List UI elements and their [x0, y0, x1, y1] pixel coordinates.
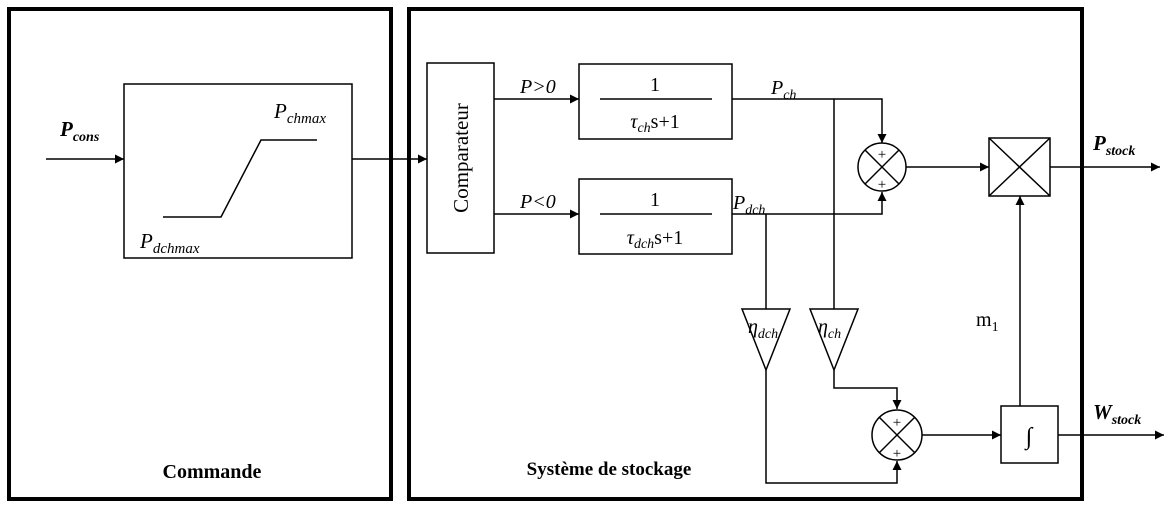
- wstock-label: Wstock: [1093, 400, 1141, 428]
- power-summer-plus-top: +: [878, 147, 886, 163]
- charge-denominator: τchs+1: [630, 111, 679, 136]
- gain-eta-dch: [740, 308, 792, 373]
- multiplier-cross-2: [988, 137, 1051, 197]
- discharge-transfer-block: [578, 178, 733, 255]
- energy-summer-plus-bottom: +: [893, 446, 901, 462]
- integrator-block: [1000, 405, 1059, 464]
- m1-label: m1: [976, 309, 999, 335]
- pch-to-summer-arrow: [732, 98, 887, 143]
- condition-negative-label: P<0: [519, 191, 556, 213]
- discharge-denominator: τdchs+1: [627, 227, 683, 252]
- saturation-block: [123, 83, 353, 259]
- eta-dch-label: ηdch: [748, 316, 778, 342]
- storage-system-panel: [407, 7, 1084, 501]
- power-summer-cross-2: [864, 149, 900, 185]
- condition-positive-label: P>0: [519, 76, 556, 98]
- gain-eta-ch: [808, 308, 860, 373]
- comparator-label: Comparateur: [449, 103, 473, 213]
- eta-ch-to-summer-arrow: [833, 370, 902, 409]
- charge-transfer-block: [578, 63, 733, 140]
- commande-title: Commande: [163, 461, 262, 483]
- pdch-to-summer-arrow: [732, 192, 887, 215]
- input-pcons-label: Pcons: [59, 117, 100, 145]
- energy-summer-cross-2: [878, 416, 916, 454]
- pchmax-label: Pchmax: [273, 99, 326, 127]
- integral-symbol: ∫: [1024, 424, 1034, 451]
- eta-ch-label: ηch: [818, 316, 841, 342]
- commande-panel: [7, 7, 393, 501]
- comparator-block: [426, 62, 495, 254]
- power-summer-plus-bottom: +: [878, 177, 886, 193]
- pstock-label: Pstock: [1092, 131, 1135, 159]
- eta-dch-to-summer-arrow: [765, 370, 902, 484]
- pdchmax-label: Pdchmax: [139, 229, 200, 257]
- discharge-numerator: 1: [650, 189, 660, 211]
- energy-summer-plus-top: +: [893, 415, 901, 431]
- storage-system-title: Système de stockage: [527, 459, 692, 480]
- saturation-curve: [163, 139, 317, 218]
- charge-numerator: 1: [650, 74, 660, 96]
